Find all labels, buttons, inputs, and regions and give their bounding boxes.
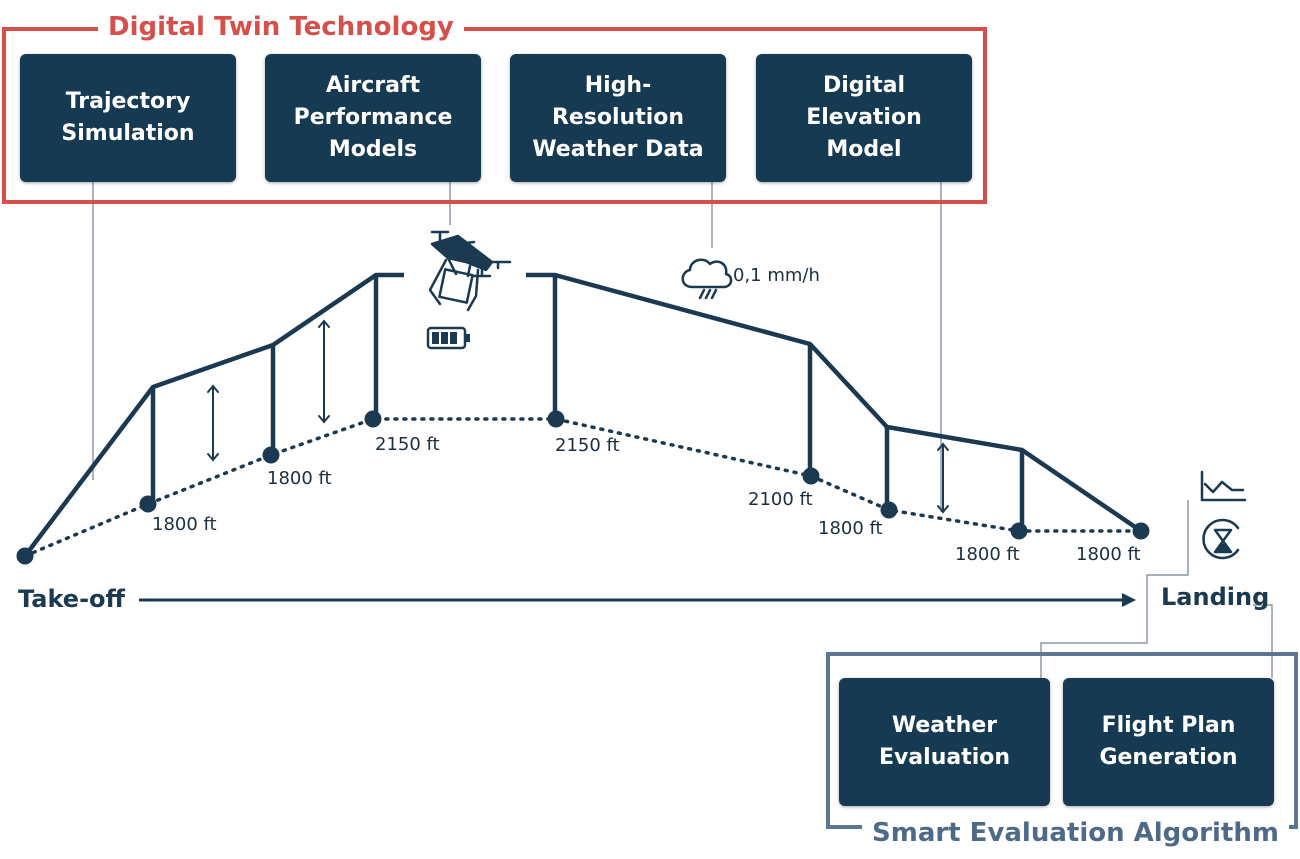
planned-flight-path-descent <box>526 272 1143 533</box>
rain-rate-value: 0,1 mm/h <box>733 265 820 286</box>
battery-icon <box>426 326 470 350</box>
waypoint <box>1010 522 1028 540</box>
clearance-arrows <box>207 319 949 514</box>
smart-evaluation-title: Smart Evaluation Algorithm <box>862 818 1289 848</box>
aircraft-performance-box: Aircraft Performance Models <box>265 54 481 182</box>
altitude-label: 1800 ft <box>267 468 332 489</box>
weather-evaluation-box: Weather Evaluation <box>839 678 1050 806</box>
clearance-arrow-icon <box>318 319 330 424</box>
altitude-label: 2100 ft <box>748 489 813 510</box>
flight-plan-generation-box: Flight Plan Generation <box>1063 678 1274 806</box>
takeoff-label: Take-off <box>18 585 125 613</box>
altitude-drops <box>150 275 1025 531</box>
connector-lines <box>92 182 1273 678</box>
altitude-label: 1800 ft <box>818 518 883 539</box>
waypoint <box>880 501 898 519</box>
elevation-model-box: Digital Elevation Model <box>756 54 972 182</box>
weather-data-box: High- Resolution Weather Data <box>510 54 726 182</box>
waypoint <box>139 495 157 513</box>
hourglass-icon <box>1202 518 1240 560</box>
altitude-label: 2150 ft <box>375 434 440 455</box>
digital-twin-title: Digital Twin Technology <box>98 12 464 42</box>
timeline-arrow <box>139 593 1136 607</box>
landing-label: Landing <box>1161 583 1270 611</box>
waypoint <box>547 410 565 428</box>
clearance-arrow-icon <box>937 442 949 514</box>
altitude-label: 1800 ft <box>152 514 217 535</box>
altitude-label: 1800 ft <box>1076 544 1141 565</box>
chart-icon <box>1200 470 1247 502</box>
waypoint <box>1132 522 1150 540</box>
clearance-arrow-icon <box>207 384 219 462</box>
altitude-label: 2150 ft <box>555 435 620 456</box>
digital-twin-frame <box>2 27 987 204</box>
waypoint <box>262 446 280 464</box>
rain-cloud-icon <box>681 258 733 300</box>
waypoint <box>802 467 820 485</box>
waypoint <box>364 410 382 428</box>
waypoint <box>16 547 34 565</box>
altitude-label: 1800 ft <box>955 544 1020 565</box>
connector-flightplan <box>1040 500 1189 678</box>
trajectory-simulation-box: Trajectory Simulation <box>20 54 236 182</box>
drone-icon <box>428 230 512 312</box>
waypoints <box>16 410 1150 565</box>
